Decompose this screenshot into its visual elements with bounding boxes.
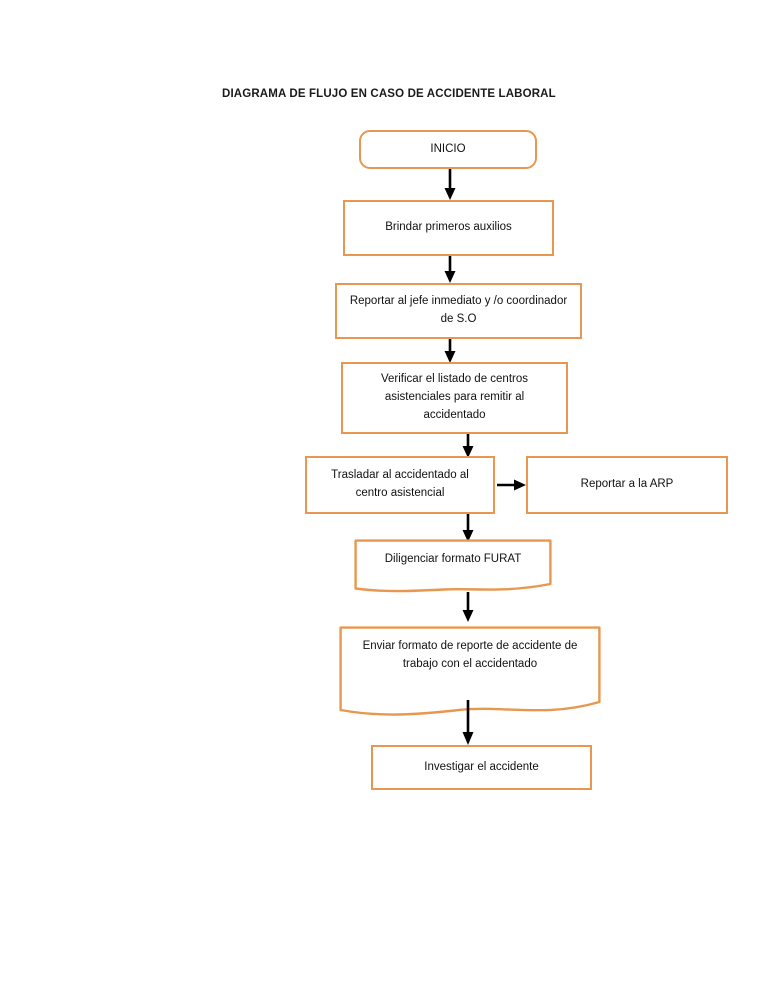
document-shape-outline	[354, 539, 552, 593]
node-trasladar-accidentado[interactable]: Trasladar al accidentado al centro asist…	[305, 456, 495, 514]
node-investigar-el-accidente[interactable]: Investigar el accidente	[371, 745, 592, 790]
node-reportar-al-jefe[interactable]: Reportar al jefe inmediato y /o coordina…	[335, 283, 582, 339]
node-reportar-al-jefe-label: Reportar al jefe inmediato y /o coordina…	[349, 295, 568, 325]
connector-trasladar-to-formato-furat	[461, 514, 475, 542]
document-shape-outline	[339, 626, 601, 716]
node-diligenciar-formato-furat-label: Diligenciar formato FURAT	[384, 553, 522, 565]
node-enviar-formato-reporte[interactable]: Enviar formato de reporte de accidente d…	[339, 626, 601, 723]
node-investigar-el-accidente-label: Investigar el accidente	[424, 760, 539, 773]
connector-formato-furat-to-enviar-formato	[461, 592, 475, 622]
node-inicio-label: INICIO	[430, 142, 466, 155]
node-brindar-primeros-auxilios-label: Brindar primeros auxilios	[385, 221, 512, 234]
connector-primeros-auxilios-to-reportar-jefe	[443, 256, 457, 283]
node-reportar-a-la-arp[interactable]: Reportar a la ARP	[526, 456, 728, 514]
node-trasladar-accidentado-label: Trasladar al accidentado al centro asist…	[331, 469, 469, 499]
connector-reportar-jefe-to-verificar-centros	[443, 339, 457, 363]
node-reportar-a-la-arp-label: Reportar a la ARP	[580, 478, 674, 491]
node-diligenciar-formato-furat[interactable]: Diligenciar formato FURAT	[354, 539, 552, 595]
connector-inicio-to-primeros-auxilios	[443, 169, 457, 200]
node-brindar-primeros-auxilios[interactable]: Brindar primeros auxilios	[343, 200, 554, 256]
connector-trasladar-to-reportar-arp	[497, 478, 526, 492]
node-enviar-formato-reporte-label: Enviar formato de reporte de accidente d…	[362, 640, 578, 670]
node-verificar-listado-centros[interactable]: Verificar el listado de centros asistenc…	[341, 362, 568, 434]
connector-enviar-formato-to-investigar	[461, 700, 475, 745]
node-inicio[interactable]: INICIO	[359, 130, 537, 169]
page-title: DIAGRAMA DE FLUJO EN CASO DE ACCIDENTE L…	[222, 88, 556, 100]
connector-verificar-centros-to-trasladar	[461, 434, 475, 458]
node-verificar-listado-centros-label: Verificar el listado de centros asistenc…	[380, 373, 529, 421]
